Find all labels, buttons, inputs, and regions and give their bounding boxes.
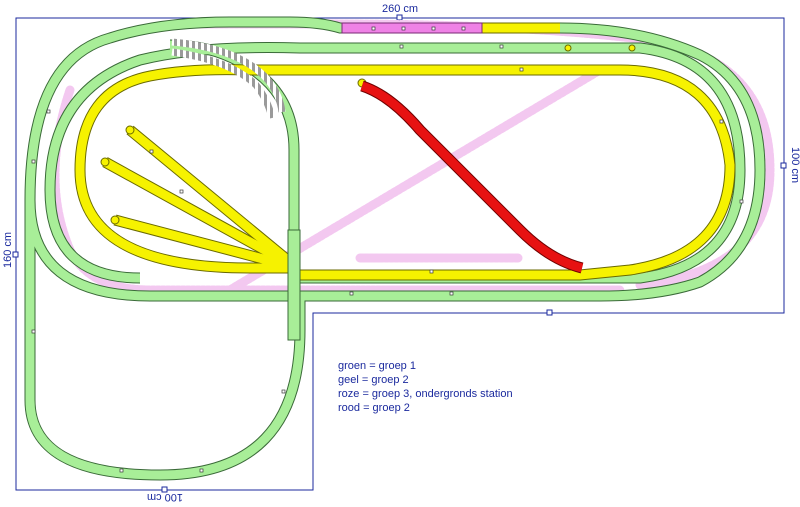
baseboard-outline bbox=[15, 17, 785, 491]
pink-station-track bbox=[341, 22, 483, 34]
legend-yellow: geel = groep 2 bbox=[338, 374, 409, 386]
dimension-top: 260 cm bbox=[382, 3, 418, 15]
dimension-right: 100 cm bbox=[789, 147, 800, 183]
legend: groen = groep 1 geel = groep 2 roze = gr… bbox=[338, 359, 513, 415]
dimension-markers[interactable] bbox=[12, 14, 787, 493]
legend-pink: roze = groep 3, ondergronds station bbox=[338, 388, 513, 400]
red-track bbox=[360, 80, 584, 274]
dimension-bottom: 100 cm bbox=[147, 491, 183, 503]
legend-red: rood = groep 2 bbox=[338, 402, 410, 414]
dimension-left: 160 cm bbox=[2, 232, 14, 268]
yellow-tracks-group-2 bbox=[74, 22, 736, 281]
legend-green: groen = groep 1 bbox=[338, 360, 416, 372]
gray-siding bbox=[171, 38, 286, 119]
joiner-marks bbox=[31, 26, 744, 473]
crossing-block bbox=[287, 229, 301, 341]
